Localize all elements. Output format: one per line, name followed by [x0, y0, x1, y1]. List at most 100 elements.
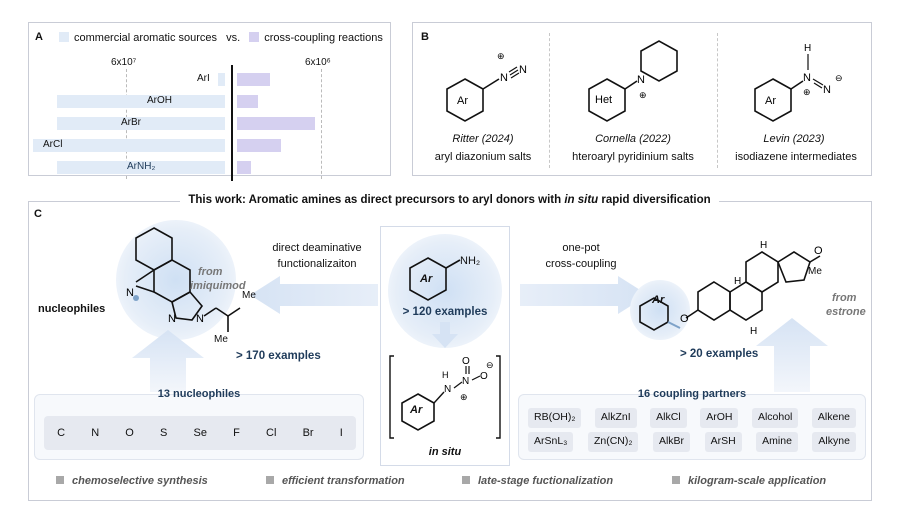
bar-commercial-2: [57, 117, 225, 130]
coupling-chip-0-2: AlkCl: [650, 408, 687, 428]
coupling-chip-0-3: ArOH: [700, 408, 739, 428]
coupling-chip-1-1: Zn(CN)₂: [587, 432, 639, 452]
svg-text:H: H: [750, 326, 757, 337]
citation-3: Levin (2023): [763, 133, 825, 145]
nucleophile-chip-5: F: [233, 427, 240, 439]
nucleophiles-label: nucleophiles: [38, 303, 106, 315]
svg-text:N: N: [196, 313, 204, 325]
citation-1: Ritter (2024): [452, 133, 514, 145]
nucleophile-chip-2: O: [125, 427, 134, 439]
left-examples: > 170 examples: [236, 350, 321, 362]
coupling-chip-1-5: Alkyne: [812, 432, 856, 452]
bar-commercial-4: [57, 161, 225, 174]
coupling-chip-1-4: Amine: [756, 432, 798, 452]
left-arrow-text-1: direct deaminative: [272, 242, 362, 254]
right-examples: > 20 examples: [680, 348, 759, 360]
bullet-square-1: [56, 476, 64, 484]
left-arrow: [250, 276, 378, 314]
bullet-square-4: [672, 476, 680, 484]
svg-text:N: N: [500, 72, 508, 84]
tick-guide-right: [321, 69, 322, 179]
svg-text:⊖: ⊖: [486, 360, 494, 370]
desc-2: hteroaryl pyridinium salts: [572, 151, 694, 163]
svg-text:O: O: [680, 313, 689, 325]
svg-text:⊕: ⊕: [497, 51, 505, 61]
me-label-1: Me: [242, 290, 256, 301]
svg-text:N: N: [126, 287, 134, 299]
center-ar: Ar: [420, 273, 433, 285]
bar-crosscoupling-0: [237, 73, 270, 86]
category-label-2: ArBr: [121, 117, 141, 128]
center-examples: > 120 examples: [402, 306, 488, 318]
category-label-4: ArNH₂: [127, 161, 156, 172]
isodiazene-structure: Ar N H ⊕ N ⊖: [754, 43, 843, 122]
left-arrow-text-2: functionalizaiton: [277, 258, 357, 270]
legend-swatch-left: [59, 32, 69, 42]
bullet-text-3: late-stage fuctionalization: [478, 475, 614, 487]
right-arrow: [520, 276, 648, 314]
legend-vs: vs.: [226, 32, 241, 44]
svg-text:N: N: [803, 72, 811, 84]
bar-crosscoupling-2: [237, 117, 315, 130]
banner-title: This work: Aromatic amines as direct pre…: [0, 194, 899, 206]
pyridinium-structure: Het N ⊕: [588, 40, 678, 122]
legend-right-label: cross-coupling reactions: [264, 32, 383, 44]
coupling-chip-0-0: RB(OH)₂: [528, 408, 582, 428]
chart-axis: [231, 65, 233, 181]
right-arrow-text-1: one-pot: [562, 242, 600, 254]
imiquimod-structure: N N N: [126, 227, 241, 332]
left-from-source: imiquimod: [190, 280, 246, 292]
right-ar: Ar: [652, 294, 665, 306]
svg-text:N: N: [444, 384, 451, 395]
banner-text-start: This work: Aromatic amines as direct pre…: [188, 194, 565, 206]
coupling-chip-1-2: AlkBr: [652, 432, 691, 452]
bar-crosscoupling-1: [237, 95, 258, 108]
svg-text:⊖: ⊖: [835, 73, 843, 83]
bullet-text-4: kilogram-scale application: [688, 475, 827, 487]
svg-text:O: O: [462, 356, 470, 367]
svg-text:N: N: [637, 74, 645, 86]
svg-text:O: O: [480, 371, 488, 382]
down-arrow: [432, 322, 458, 348]
chart-legend: commercial aromatic sources vs. cross-co…: [59, 32, 383, 44]
bullet-text-2: efficient transformation: [282, 475, 405, 487]
bullet-2: efficient transformation: [266, 475, 405, 487]
coupling-chip-0-1: AlkZnI: [594, 408, 637, 428]
estrone-structure: O H H H O: [639, 240, 823, 337]
svg-text:Ar: Ar: [457, 95, 468, 107]
svg-text:⊕: ⊕: [639, 90, 647, 100]
svg-text:⊕: ⊕: [460, 392, 468, 402]
bar-commercial-3: [33, 139, 225, 152]
citation-2: Cornella (2022): [595, 133, 671, 145]
svg-text:N: N: [462, 376, 469, 387]
diazonium-structure: Ar N ⊕ N: [446, 51, 527, 122]
right-up-arrow: [756, 318, 828, 392]
bullet-3: late-stage fuctionalization: [462, 475, 613, 487]
coupling-chip-1-3: ArSH: [704, 432, 742, 452]
coupling-title: 16 coupling partners: [637, 388, 747, 400]
right-arrow-text-2: cross-coupling: [545, 258, 617, 270]
svg-text:N: N: [168, 313, 176, 325]
banner-text-end: rapid diversification: [598, 194, 711, 206]
nucleophile-chip-8: I: [339, 427, 343, 439]
coupling-chip-0-4: Alcohol: [751, 408, 799, 428]
legend-swatch-right: [249, 32, 260, 42]
nucleophile-chip-6: Cl: [266, 427, 277, 439]
panel-c-label: C: [34, 208, 42, 220]
right-from: from: [832, 292, 857, 304]
bullet-square-2: [266, 476, 274, 484]
aniline-structure: [409, 257, 461, 301]
svg-text:H: H: [734, 276, 741, 287]
in-situ-label: in situ: [428, 446, 462, 458]
left-up-arrow: [132, 330, 204, 392]
me-label-3: Me: [808, 266, 822, 277]
nucleophiles-title: 13 nucleophiles: [157, 388, 241, 400]
svg-text:⊕: ⊕: [803, 87, 811, 97]
panel-a-label: A: [35, 31, 43, 43]
bullet-square-3: [462, 476, 470, 484]
tick-left: 6x10⁷: [111, 57, 137, 68]
bullet-4: kilogram-scale application: [672, 475, 826, 487]
category-label-3: ArCl: [43, 139, 63, 150]
bullet-1: chemoselective synthesis: [56, 475, 208, 487]
